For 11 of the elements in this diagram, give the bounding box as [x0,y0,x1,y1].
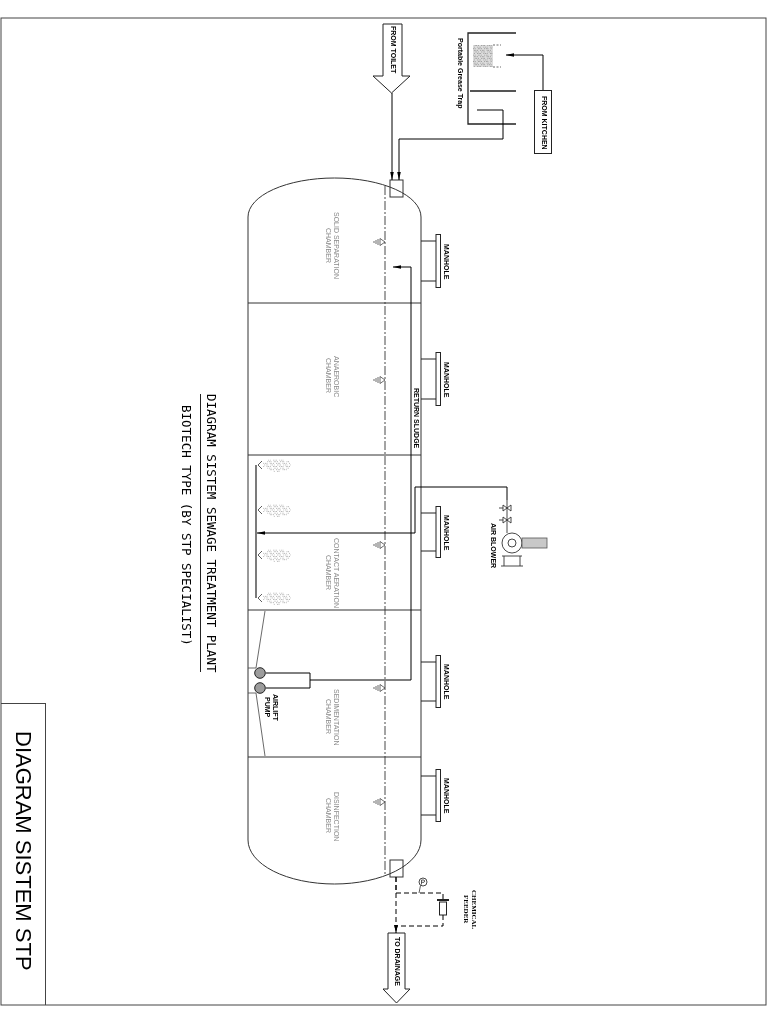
pipe-arrow [505,53,544,91]
source-box [534,90,552,154]
pipe-arrow [394,914,444,934]
pipe-arrow [390,92,394,181]
pipe-arrow [265,265,412,689]
pipe-arrow [256,486,508,535]
pipe-arrow [397,109,504,181]
drawing-heading: DIAGRAM SISTEM SEWAGE TREATMENT PLANT [200,393,218,673]
drawing-title: DIAGRAM SISTEM STP [10,731,36,971]
drawing-subheading: BIOTECH TYPE (BY STP SPECIALIST) [178,404,194,646]
pipe-line [395,876,444,900]
